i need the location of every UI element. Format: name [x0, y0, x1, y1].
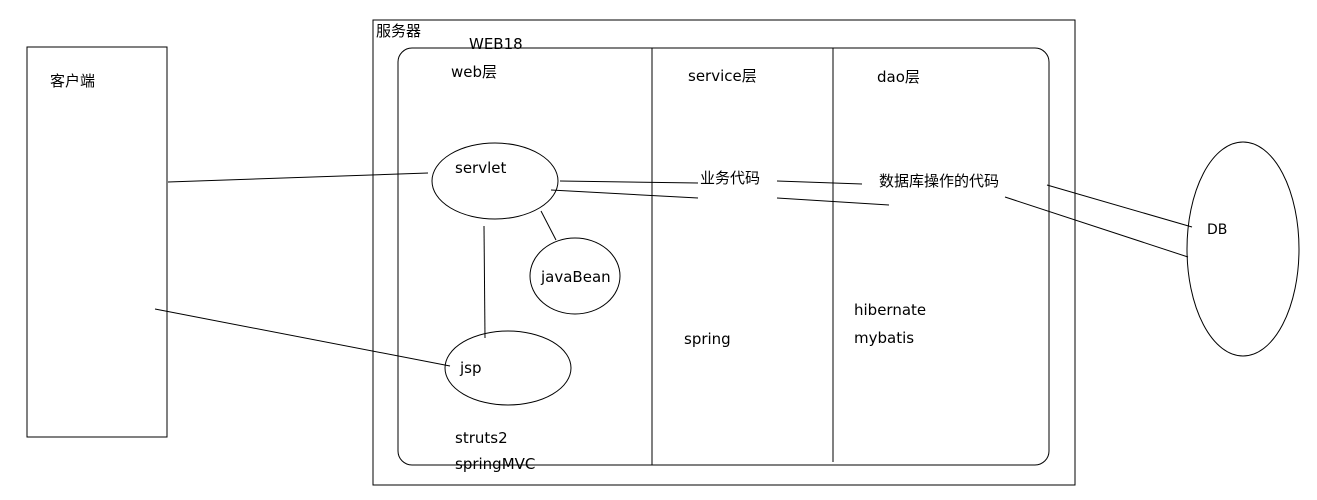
servlet-jsp-line [483, 225, 486, 339]
dao-db-line-1 [1046, 184, 1193, 228]
dao-db-line-2 [1004, 196, 1189, 258]
servlet-service-line-1 [559, 180, 699, 184]
service-dao-line-1 [776, 180, 863, 185]
framework-struts2: struts2 [455, 429, 508, 447]
database-label: DB [1207, 222, 1228, 238]
service-layer-title: service层 [688, 67, 757, 85]
framework-mybatis: mybatis [854, 329, 915, 347]
framework-spring: spring [684, 330, 731, 348]
client-jsp-line [154, 308, 451, 367]
business-code-label: 业务代码 [700, 169, 761, 187]
framework-hibernate: hibernate [854, 301, 927, 319]
dao-layer-title: dao层 [877, 68, 920, 86]
client-box [26, 46, 168, 438]
client-label: 客户端 [50, 72, 96, 90]
servlet-label: servlet [455, 159, 507, 177]
server-label: 服务器 [376, 22, 422, 40]
app-label: WEB18 [469, 35, 523, 53]
web-layer-title: web层 [451, 63, 498, 81]
service-dao-line-2 [776, 197, 890, 206]
servlet-service-line-2 [550, 189, 699, 199]
javabean-node [529, 237, 621, 315]
servlet-node [431, 142, 559, 220]
jsp-node [444, 330, 572, 406]
framework-springmvc: springMVC [455, 455, 536, 473]
database-node [1186, 141, 1300, 357]
db-code-label: 数据库操作的代码 [879, 172, 1000, 190]
server-box [372, 19, 1076, 486]
jsp-label: jsp [460, 359, 482, 377]
javabean-label: javaBean [541, 268, 611, 286]
servlet-javabean-line [540, 210, 557, 241]
app-container [397, 47, 1050, 466]
client-servlet-line [167, 172, 429, 183]
